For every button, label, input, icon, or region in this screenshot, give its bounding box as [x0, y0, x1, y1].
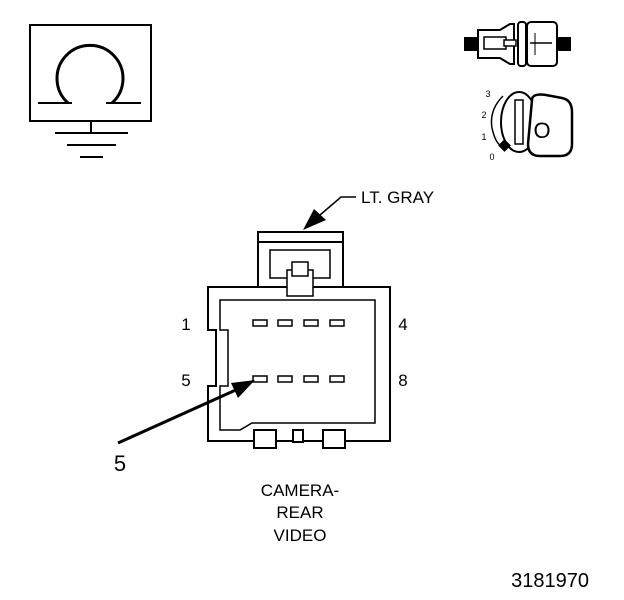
callout-number: 5 [114, 451, 126, 476]
connector-color-label: LT. GRAY [361, 188, 434, 207]
terminal-2 [277, 319, 293, 327]
connector-name-line-3: VIDEO [274, 526, 327, 545]
pin-label-8: 8 [398, 371, 407, 390]
pin-label-1: 1 [181, 315, 190, 334]
key-position-0: 0 [489, 152, 494, 162]
terminal-4 [329, 319, 345, 327]
terminal-callout-arrow [117, 380, 255, 445]
terminal-3 [303, 319, 319, 327]
pin-label-4: 4 [398, 315, 407, 334]
key-position-2: 2 [481, 110, 486, 120]
key-position-1: 1 [481, 132, 486, 142]
terminal-6 [277, 375, 293, 383]
connector-pair-icon [464, 21, 571, 67]
connector-face [207, 231, 391, 449]
figure-number: 3181970 [511, 570, 589, 592]
terminal-5 [252, 375, 268, 383]
key-position-3: 3 [485, 89, 490, 99]
key-label: O [533, 118, 550, 143]
terminal-8 [329, 375, 345, 383]
ground-symbol-icon [29, 24, 152, 158]
connector-name-line-2: REAR [276, 503, 323, 522]
ignition-key-icon: 3 2 1 0 O [481, 89, 574, 162]
terminal-7 [303, 375, 319, 383]
connector-name-line-1: CAMERA- [261, 481, 339, 500]
terminal-1 [252, 319, 268, 327]
color-callout: LT. GRAY [303, 188, 434, 230]
pin-label-5: 5 [181, 371, 190, 390]
